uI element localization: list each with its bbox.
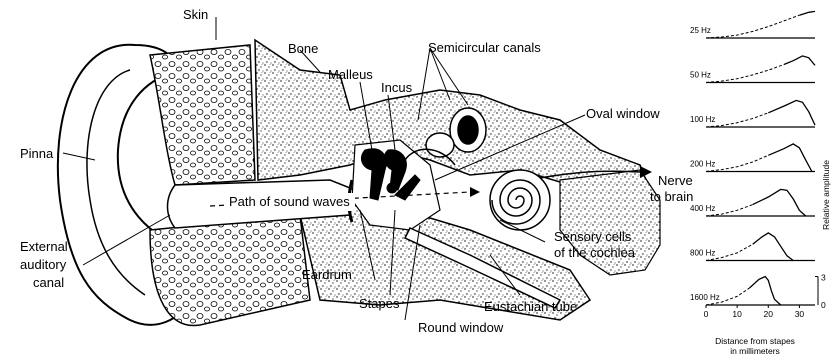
x-tick-label-10: 10 [732,309,742,319]
x-tick-label-0: 0 [704,309,709,319]
ear-illustration: Skin Bone Malleus Incus Semicircular can… [20,7,693,335]
skin-tissue-upper [150,45,255,185]
series-line-800-hz [753,233,794,261]
skin-tissue-lower [150,215,310,326]
series-line-400-hz [753,189,806,216]
sound-path-arrowhead [470,187,480,197]
skin-label: Skin [183,7,208,22]
series-line-25-hz [799,11,815,15]
oval-window-label: Oval window [586,106,660,121]
chart-y-axis-label: Relative amplitude [821,160,831,230]
series-line-50-hz [784,56,815,66]
panel-label-50-hz: 50 Hz [690,71,711,80]
bone-label: Bone [288,41,318,56]
semicircular-canals-label: Semicircular canals [428,40,541,55]
sensory-cells-label-line1: Sensory cells [554,229,632,244]
sensory-cells-label-line2: of the cochlea [554,245,636,260]
chart-x-axis-label-line1: Distance from stapes [715,336,795,346]
external-auditory-canal-label-line1: External [20,239,68,254]
x-tick-label-20: 20 [764,309,774,319]
eustachian-tube-label: Eustachian tube [484,299,577,314]
panel-label-100-hz: 100 Hz [690,115,715,124]
panel-label-200-hz: 200 Hz [690,160,715,169]
series-line-100-hz [768,100,815,125]
series-line-dashed-50-hz [706,65,784,83]
round-window-label: Round window [418,320,504,335]
amplitude-scale-label-bottom: 0 [821,300,826,310]
series-line-1600-hz [750,277,781,306]
external-auditory-canal-label-line3: canal [33,275,64,290]
traveling-wave-chart: 25 Hz 50 Hz 100 Hz 200 Hz 400 Hz 800 Hz 1600 H… [690,11,826,319]
incus-label: Incus [381,80,413,95]
panel-label-25-hz: 25 Hz [690,26,711,35]
external-auditory-canal-label-line2: auditory [20,257,67,272]
nerve-label-line1: Nerve [658,173,693,188]
amplitude-scale-label-top: 3 [821,273,826,283]
pinna-label: Pinna [20,146,54,161]
x-tick-label-30: 30 [795,309,805,319]
panel-label-800-hz: 800 Hz [690,249,715,258]
panel-label-400-hz: 400 Hz [690,204,715,213]
cochlea-shape [490,170,550,230]
panel-label-1600-hz: 1600 Hz [690,293,720,302]
stapes-label: Stapes [359,296,400,311]
eardrum-label: Eardrum [302,267,352,282]
path-of-sound-waves-label: Path of sound waves [229,194,350,209]
nerve-label-line2: to brain [650,189,693,204]
malleus-label: Malleus [328,67,373,82]
nerve-arrowhead [640,166,652,178]
series-line-200-hz [768,144,812,172]
chart-x-axis-label-line2: in millimeters [730,346,780,356]
series-line-dashed-25-hz [706,15,799,38]
